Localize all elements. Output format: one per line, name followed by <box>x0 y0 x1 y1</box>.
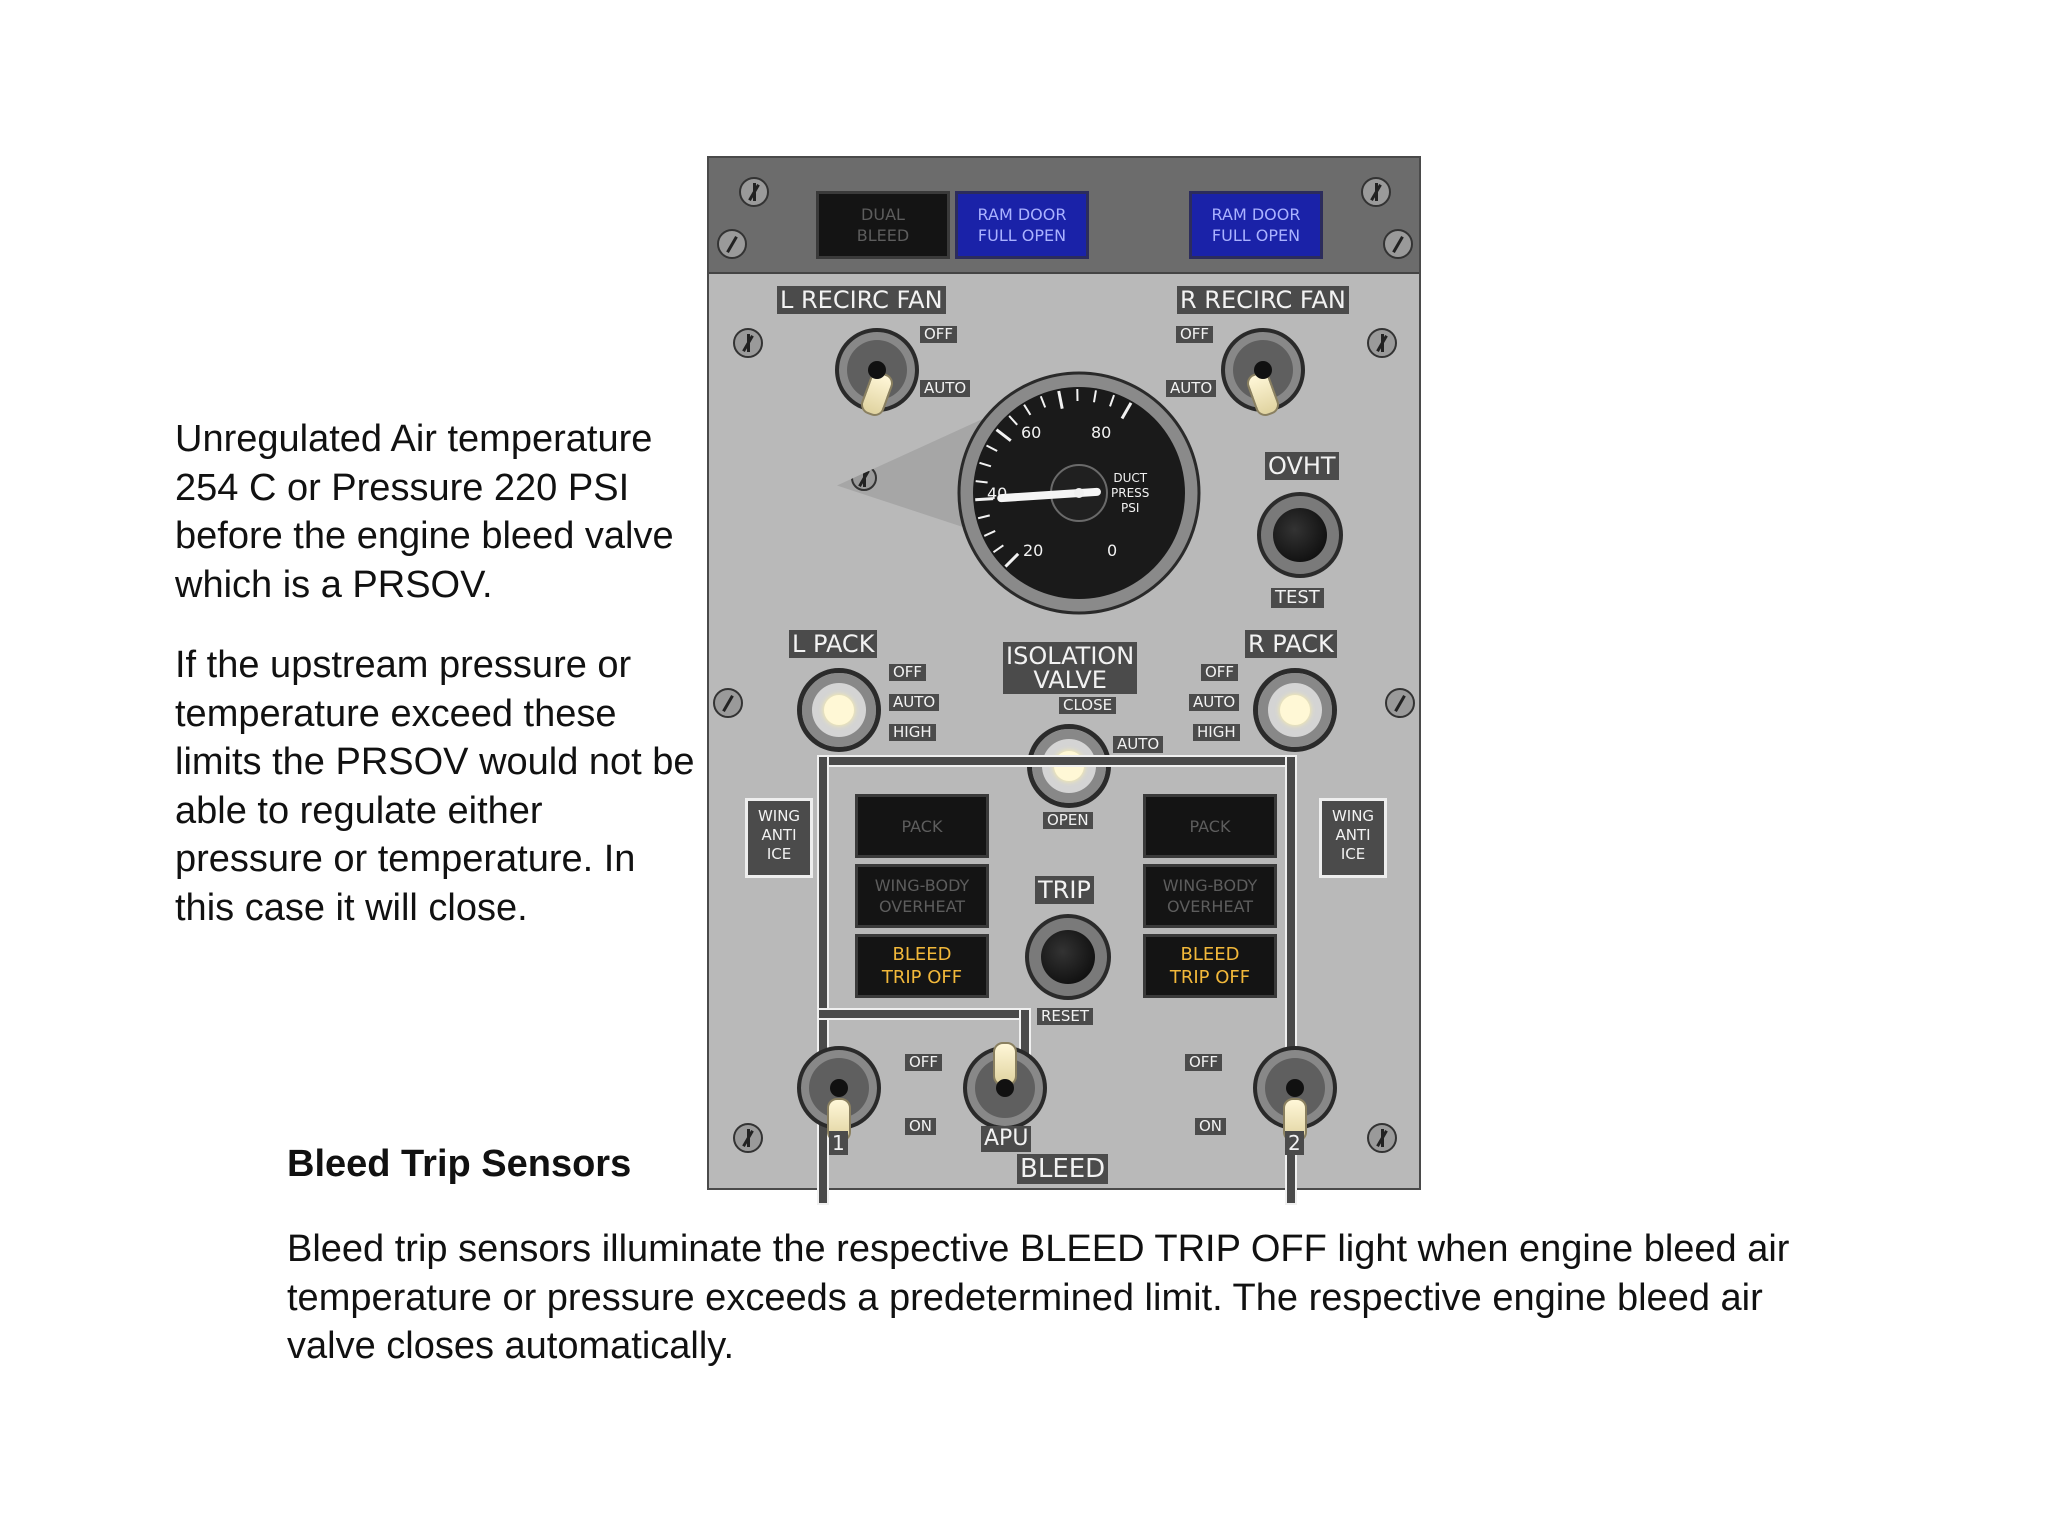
bleed-panel-title: BLEED <box>1017 1154 1109 1184</box>
l-pack-off-label: OFF <box>889 664 927 681</box>
r-wing-body-overheat-light: WING-BODY OVERHEAT <box>1143 864 1277 928</box>
gauge-tick-mark <box>1120 402 1133 420</box>
description-unregulated-air: Unregulated Air temperature 254 C or Pre… <box>175 418 674 606</box>
l-recirc-auto-label: AUTO <box>920 380 971 397</box>
gauge-tick-mark <box>1092 390 1097 403</box>
gauge-tick-mark <box>1023 404 1032 416</box>
r-recirc-auto-label: AUTO <box>1166 380 1217 397</box>
gauge-tick-mark <box>975 497 994 502</box>
screw-icon <box>717 229 747 259</box>
gauge-tick-80: 80 <box>1091 423 1112 442</box>
l-bleed-trip-off-light: BLEED TRIP OFF <box>855 934 989 998</box>
panel-top-strip: DUAL BLEED RAM DOOR FULL OPEN RAM DOOR F… <box>709 158 1419 274</box>
dual-bleed-light: DUAL BLEED <box>816 191 950 259</box>
l-recirc-off-label: OFF <box>920 326 958 343</box>
screw-icon <box>1385 688 1415 718</box>
trip-reset-button[interactable] <box>1025 914 1111 1000</box>
gauge-tick-40: 40 <box>987 484 1008 503</box>
screw-icon <box>851 465 877 491</box>
duct-pressure-gauge: 60 80 40 20 0 DUCT PRESS PSI <box>957 371 1201 615</box>
l-pack-auto-label: AUTO <box>889 694 940 711</box>
l-pack-selector[interactable] <box>797 668 881 752</box>
toggle-lever-icon <box>993 1042 1017 1086</box>
screw-icon <box>713 688 743 718</box>
l-recirc-fan-switch[interactable] <box>835 328 919 419</box>
ovht-test-button[interactable] <box>1257 492 1343 578</box>
r-pack-title: R PACK <box>1245 630 1337 658</box>
bleed-trip-sensors-description: Bleed trip sensors illuminate the respec… <box>287 1228 1790 1367</box>
gauge-tick-mark <box>995 428 1012 442</box>
duct-line-apu <box>817 1008 1031 1020</box>
l-pack-high-label: HIGH <box>889 724 936 741</box>
engine-2-bleed-switch[interactable] <box>1253 1046 1337 1142</box>
l-pack-title: L PACK <box>789 630 878 658</box>
r-pack-off-label: OFF <box>1201 664 1239 681</box>
duct-line-left <box>817 755 829 1205</box>
bleed-1-on-label: ON <box>905 1118 937 1135</box>
r-recirc-off-label: OFF <box>1176 326 1214 343</box>
isolation-open-label: OPEN <box>1043 812 1093 829</box>
r-recirc-fan-title: R RECIRC FAN <box>1177 286 1349 314</box>
gauge-tick-mark <box>979 461 992 468</box>
gauge-tick-mark <box>1039 395 1047 408</box>
apu-bleed-switch[interactable] <box>963 1042 1047 1130</box>
bleed-trip-sensors-heading: Bleed Trip Sensors <box>287 1143 632 1185</box>
r-pack-high-label: HIGH <box>1193 724 1240 741</box>
gauge-tick-mark <box>975 480 988 484</box>
l-recirc-fan-title: L RECIRC FAN <box>777 286 946 314</box>
screw-icon <box>733 328 763 358</box>
toggle-lever-icon <box>858 369 896 419</box>
gauge-tick-60: 60 <box>1021 423 1042 442</box>
gauge-tick-mark <box>1004 552 1020 568</box>
ram-door-full-open-left-light: RAM DOOR FULL OPEN <box>955 191 1089 259</box>
gauge-tick-20: 20 <box>1023 541 1044 560</box>
isolation-valve-title: ISOLATION VALVE <box>1003 642 1138 694</box>
bleed-air-panel: DUAL BLEED RAM DOOR FULL OPEN RAM DOOR F… <box>707 156 1421 1205</box>
bleed-2-off-label: OFF <box>1185 1054 1223 1071</box>
engine-2-label: 2 <box>1285 1131 1304 1155</box>
gauge-tick-mark <box>992 544 1004 554</box>
isolation-auto-label: AUTO <box>1113 736 1164 753</box>
gauge-tick-mark <box>977 514 991 520</box>
screw-icon <box>733 1123 763 1153</box>
r-recirc-fan-switch[interactable] <box>1221 328 1305 419</box>
gauge-tick-mark <box>1008 415 1018 426</box>
trip-reset-label: RESET <box>1037 1008 1094 1025</box>
gauge-tick-mark <box>1109 394 1115 407</box>
isolation-close-label: CLOSE <box>1059 697 1117 714</box>
gauge-tick-0: 0 <box>1107 541 1118 560</box>
r-pack-light: PACK <box>1143 794 1277 858</box>
wing-anti-ice-left-label: WING ANTI ICE <box>745 798 813 878</box>
duct-press-psi-label: DUCT PRESS PSI <box>1111 471 1150 515</box>
ovht-title: OVHT <box>1265 452 1339 480</box>
engine-1-bleed-switch[interactable] <box>797 1046 881 1142</box>
gauge-tick-mark <box>986 444 998 452</box>
screw-icon <box>1367 328 1397 358</box>
ovht-test-label: TEST <box>1271 588 1324 608</box>
ram-door-full-open-right-light: RAM DOOR FULL OPEN <box>1189 191 1323 259</box>
wing-anti-ice-right-label: WING ANTI ICE <box>1319 798 1387 878</box>
r-bleed-trip-off-light: BLEED TRIP OFF <box>1143 934 1277 998</box>
apu-label: APU <box>981 1126 1032 1152</box>
l-wing-body-overheat-light: WING-BODY OVERHEAT <box>855 864 989 928</box>
duct-line-horizontal <box>817 755 1297 767</box>
gauge-tick-mark <box>1057 390 1064 409</box>
gauge-tick-mark <box>983 530 996 537</box>
toggle-lever-icon <box>1244 369 1282 419</box>
screw-icon <box>1367 1123 1397 1153</box>
bleed-2-on-label: ON <box>1195 1118 1227 1135</box>
r-pack-auto-label: AUTO <box>1189 694 1240 711</box>
l-pack-light: PACK <box>855 794 989 858</box>
engine-1-label: 1 <box>829 1131 848 1155</box>
screw-icon <box>739 177 769 207</box>
screw-icon <box>1361 177 1391 207</box>
bleed-1-off-label: OFF <box>905 1054 943 1071</box>
r-pack-selector[interactable] <box>1253 668 1337 752</box>
screw-icon <box>1383 229 1413 259</box>
trip-title: TRIP <box>1035 876 1094 904</box>
description-prsov-limits: If the upstream pressure or temperature … <box>175 644 695 929</box>
